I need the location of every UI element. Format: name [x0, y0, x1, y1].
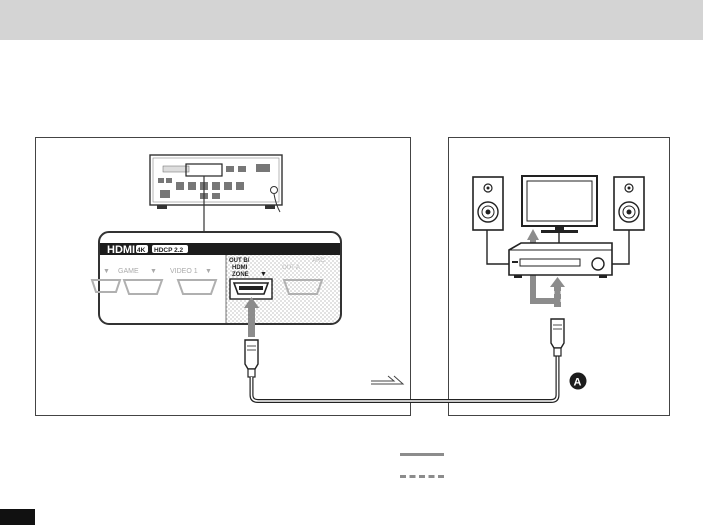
jack-label-video1: VIDEO 1	[170, 268, 198, 275]
legend-solid-line	[400, 453, 444, 456]
svg-text:▼: ▼	[150, 268, 157, 275]
svg-text:▼: ▼	[103, 268, 110, 275]
zone-label-line1: OUT B/	[229, 258, 250, 264]
svg-text:▼: ▼	[205, 268, 212, 275]
faded-label-outa: OUT A	[282, 265, 300, 271]
zone-label-line3: ZONE	[232, 272, 249, 278]
hdmi-plug-icon	[244, 339, 259, 378]
hdmi-panel-enlarged	[98, 231, 342, 325]
tv-icon	[521, 175, 598, 248]
hdmi-zone-port	[229, 278, 273, 300]
callout-a-label: A	[574, 377, 582, 389]
badge-4k: 4K	[137, 247, 146, 254]
svg-text:▼: ▼	[260, 271, 267, 278]
signal-arrow-left	[244, 297, 259, 337]
hdmi-cable	[249, 356, 560, 403]
hdmi-section-label: HDMI	[107, 244, 135, 256]
speaker-icon	[472, 176, 504, 231]
legend-dashed-line	[400, 475, 444, 478]
receiver-rear-icon	[149, 154, 283, 213]
faded-label-arc: ARC	[312, 258, 325, 264]
badge-4k-bg	[136, 245, 148, 253]
flow-arrow-icon	[371, 375, 405, 385]
receiver-front-icon	[508, 242, 613, 278]
hdmi-plug-icon	[550, 318, 565, 357]
callout-a-badge	[569, 372, 587, 390]
header-band	[0, 0, 703, 40]
speaker-wires	[486, 229, 630, 265]
zone-label-line2: HDMI	[232, 265, 248, 271]
speaker-icon	[613, 176, 645, 231]
hdmi-port-faded	[90, 279, 324, 295]
page-corner-mark	[0, 509, 35, 525]
badge-hdcp: HDCP 2.2	[154, 247, 184, 254]
badge-hdcp-bg	[152, 245, 188, 253]
jack-label-game: GAME	[118, 268, 139, 275]
